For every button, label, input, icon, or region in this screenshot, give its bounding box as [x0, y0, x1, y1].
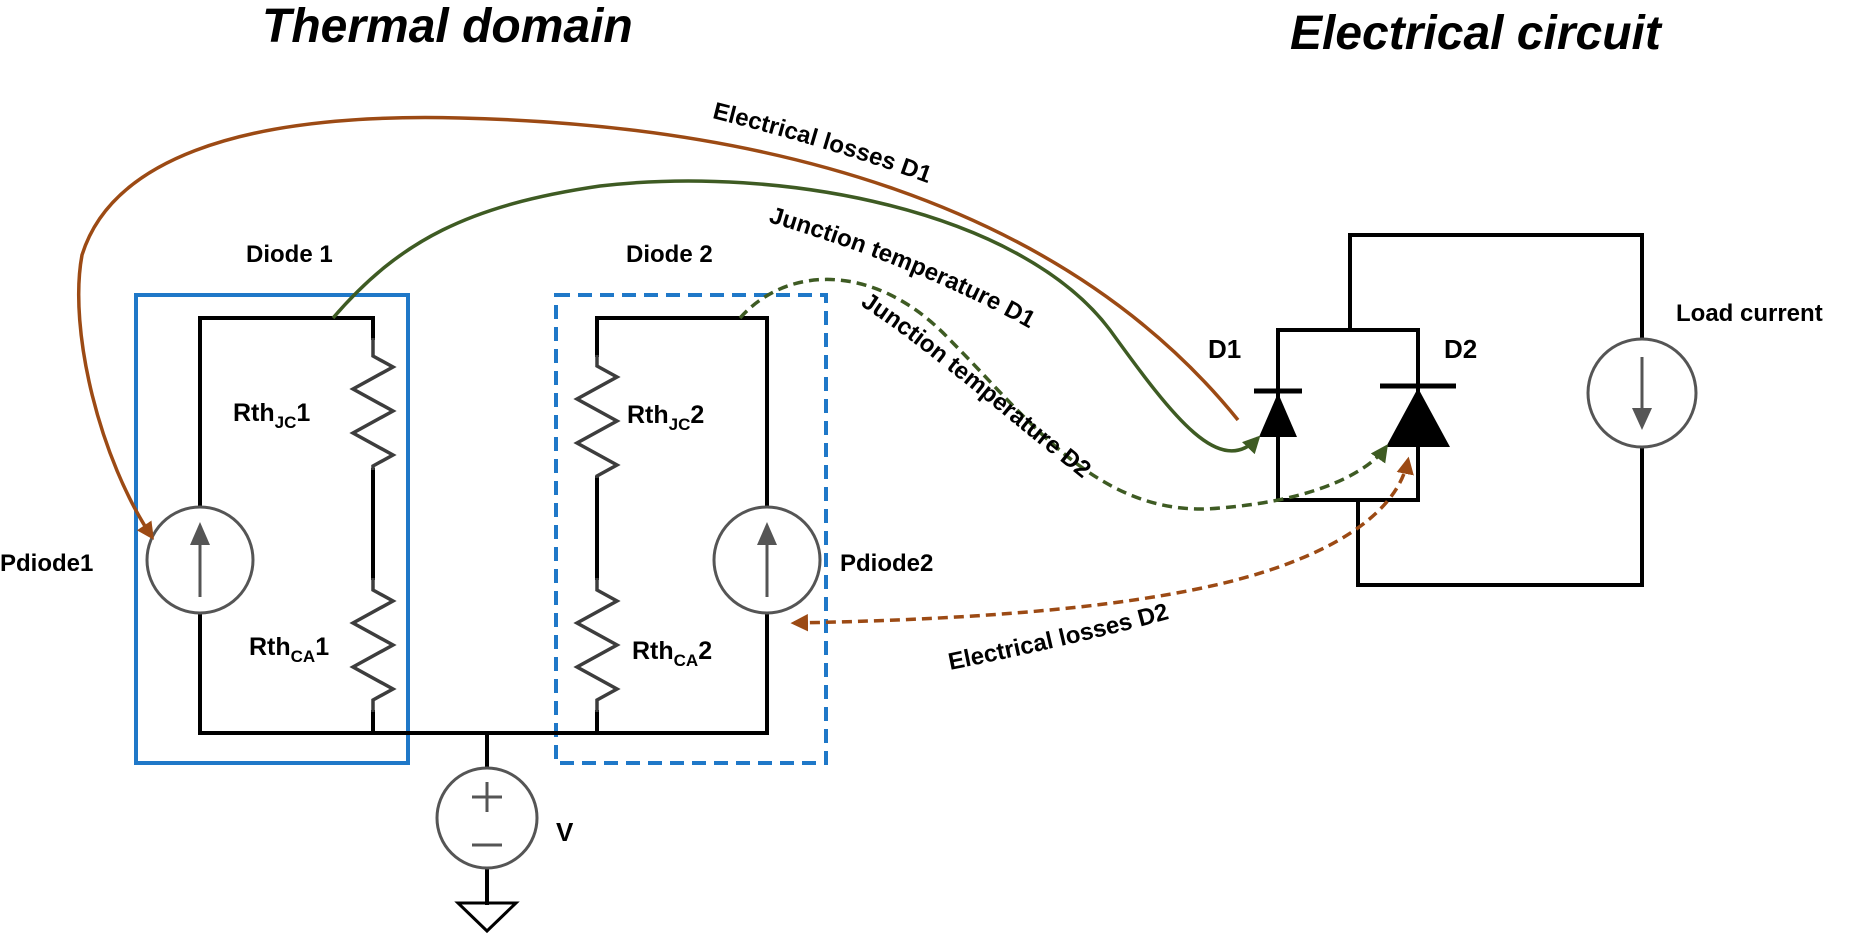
ground-icon — [454, 901, 520, 934]
thermal-network-wires — [198, 316, 769, 905]
load-current-label: Load current — [1676, 300, 1823, 327]
rth-ca1-label: RthCA1 — [249, 633, 329, 666]
losses-d2-connection — [790, 456, 1414, 632]
diode2-group-label: Diode 2 — [626, 241, 713, 268]
losses-d1-label: Electrical losses D1 — [710, 98, 935, 189]
d1-diode-icon — [1254, 388, 1302, 437]
rth-ca2-resistor — [573, 578, 621, 712]
d2-diode-icon — [1380, 383, 1456, 447]
voltage-source-icon — [435, 766, 539, 870]
load-current-source-icon — [1586, 337, 1698, 449]
diode1-group-label: Diode 1 — [246, 241, 333, 268]
rth-ca1-resistor — [349, 578, 397, 712]
pdiode1-current-source-icon — [145, 505, 255, 615]
pdiode2-current-source-icon — [712, 505, 822, 615]
losses-d1-connection — [76, 115, 1240, 540]
junction-temp-d1-connection — [331, 179, 1261, 455]
diode2-group-box — [554, 293, 828, 765]
voltage-source-label: V — [556, 817, 574, 847]
rth-ca2-label: RthCA2 — [632, 637, 712, 670]
pdiode2-label: Pdiode2 — [840, 550, 933, 577]
rth-jc2-label: RthJC2 — [627, 401, 704, 434]
thermal-domain-title: Thermal domain — [262, 0, 633, 53]
electrical-circuit-title: Electrical circuit — [1290, 7, 1663, 60]
rth-jc1-label: RthJC1 — [233, 399, 310, 432]
rth-jc2-resistor — [573, 355, 621, 478]
diode1-group-box — [134, 293, 410, 765]
rth-jc1-resistor — [349, 338, 397, 470]
junction-temp-d2-connection — [738, 277, 1389, 511]
electrical-circuit-wires — [1276, 233, 1644, 587]
pdiode1-label: Pdiode1 — [0, 550, 93, 577]
junction-temp-d2-label: Junction temperature D2 — [857, 287, 1096, 483]
d2-label: D2 — [1444, 334, 1477, 364]
d1-label: D1 — [1208, 334, 1241, 364]
